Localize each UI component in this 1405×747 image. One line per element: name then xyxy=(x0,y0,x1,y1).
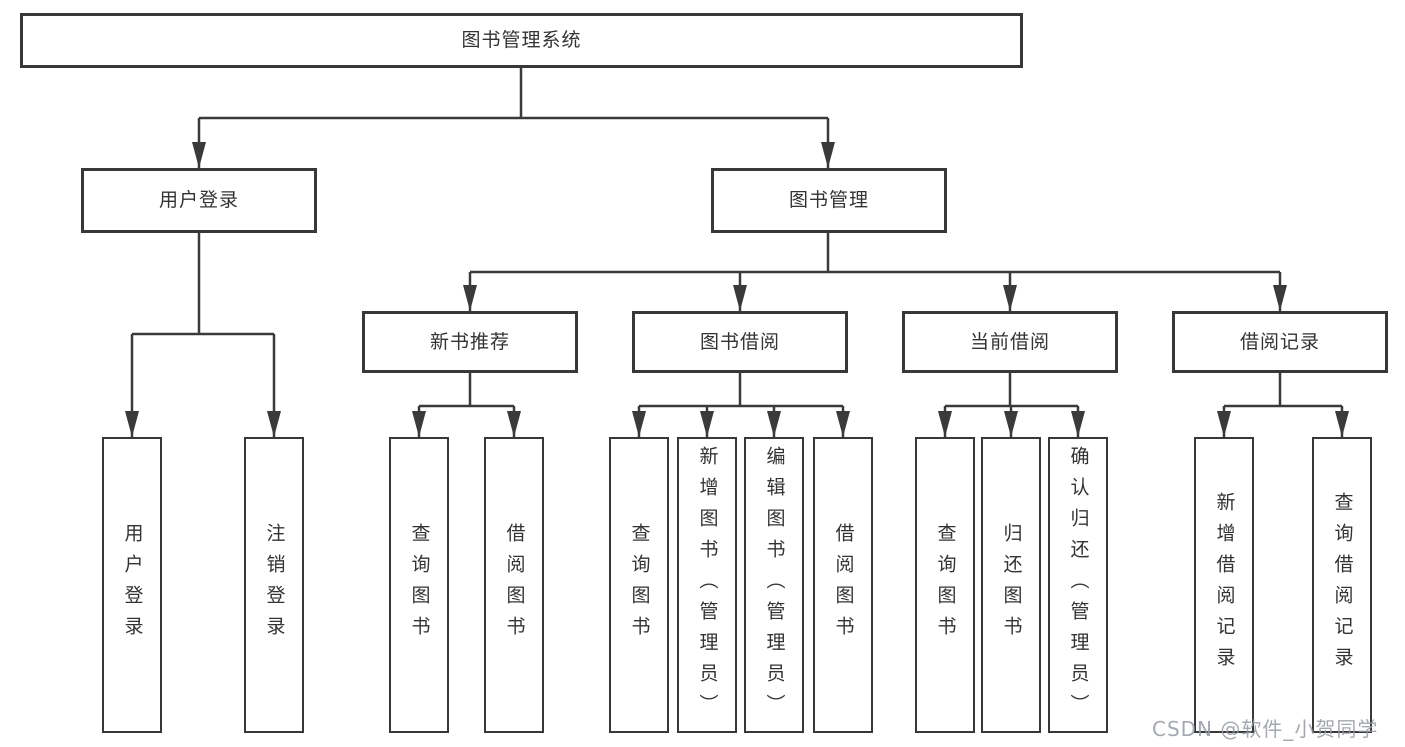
node-user-login-leaf-label: 用户登录 xyxy=(121,523,144,647)
node-edit-book-admin: 编辑图书（管理员） xyxy=(744,437,804,733)
node-confirm-return-admin-label: 确认归还（管理员） xyxy=(1067,445,1090,725)
node-new-book-recommend-label: 新书推荐 xyxy=(429,330,510,353)
node-query-books-3-label: 查询图书 xyxy=(934,523,957,647)
node-root: 图书管理系统 xyxy=(20,13,1023,68)
node-current-borrowing-label: 当前借阅 xyxy=(969,330,1050,353)
node-query-borrow-record-label: 查询借阅记录 xyxy=(1331,492,1354,678)
node-add-book-admin: 新增图书（管理员） xyxy=(677,437,737,733)
node-add-borrow-record-label: 新增借阅记录 xyxy=(1213,492,1236,678)
node-book-borrowing-label: 图书借阅 xyxy=(699,330,780,353)
node-root-label: 图书管理系统 xyxy=(461,29,582,51)
node-borrow-books-2: 借阅图书 xyxy=(813,437,873,733)
node-borrow-books-1-label: 借阅图书 xyxy=(503,523,526,647)
node-user-login: 用户登录 xyxy=(81,168,317,233)
node-query-books-2-label: 查询图书 xyxy=(628,523,651,647)
node-edit-book-admin-label: 编辑图书（管理员） xyxy=(763,445,786,725)
node-user-login-leaf: 用户登录 xyxy=(102,437,162,733)
node-current-borrowing: 当前借阅 xyxy=(902,311,1118,373)
node-add-book-admin-label: 新增图书（管理员） xyxy=(696,445,719,725)
node-borrow-books-2-label: 借阅图书 xyxy=(832,523,855,647)
node-logout-label: 注销登录 xyxy=(263,523,286,647)
node-book-borrowing: 图书借阅 xyxy=(632,311,848,373)
node-logout: 注销登录 xyxy=(244,437,304,733)
node-borrowing-records: 借阅记录 xyxy=(1172,311,1388,373)
node-add-borrow-record: 新增借阅记录 xyxy=(1194,437,1254,733)
node-return-book: 归还图书 xyxy=(981,437,1041,733)
node-return-book-label: 归还图书 xyxy=(1000,523,1023,647)
node-query-borrow-record: 查询借阅记录 xyxy=(1312,437,1372,733)
watermark: CSDN @软件_小贺同学 xyxy=(1152,717,1379,741)
node-book-management: 图书管理 xyxy=(711,168,947,233)
node-borrow-books-1: 借阅图书 xyxy=(484,437,544,733)
node-new-book-recommend: 新书推荐 xyxy=(362,311,578,373)
node-query-books-1-label: 查询图书 xyxy=(408,523,431,647)
node-query-books-2: 查询图书 xyxy=(609,437,669,733)
node-borrowing-records-label: 借阅记录 xyxy=(1239,330,1320,353)
node-user-login-label: 用户登录 xyxy=(158,189,239,211)
node-query-books-3: 查询图书 xyxy=(915,437,975,733)
node-book-management-label: 图书管理 xyxy=(788,189,869,211)
node-query-books-1: 查询图书 xyxy=(389,437,449,733)
node-confirm-return-admin: 确认归还（管理员） xyxy=(1048,437,1108,733)
